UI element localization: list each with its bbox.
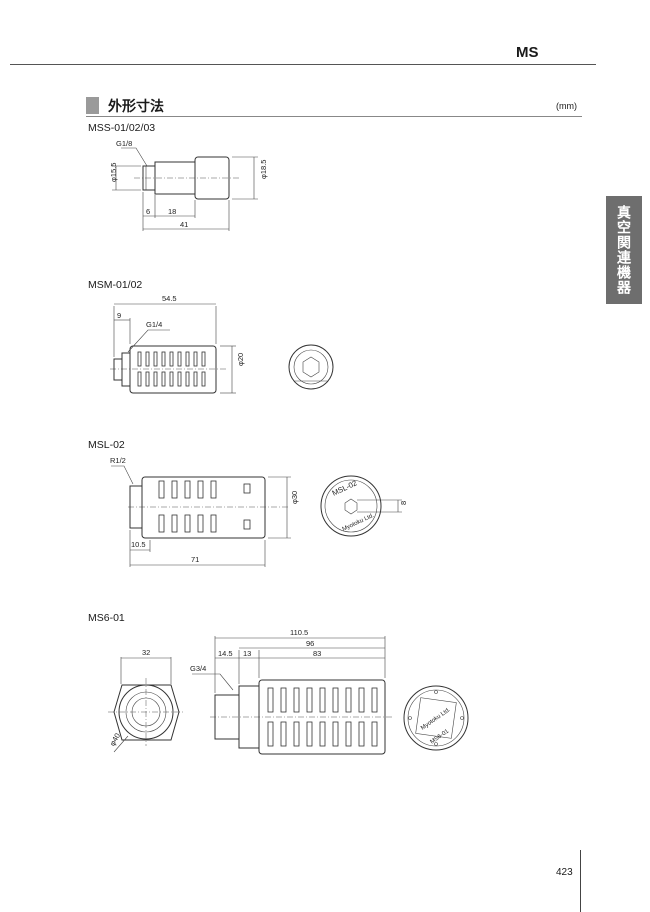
ms6-dim-d: 83	[313, 649, 321, 658]
drawing-mss: G1/8 φ15.5 φ18.5 6 18 41	[109, 139, 268, 231]
drawing-msm: 54.5 9 G1/4 φ20	[110, 294, 334, 394]
msl-dim-a: 10.5	[131, 540, 146, 549]
msm-thread-label: G1/4	[146, 320, 162, 329]
mss-dim-dia-left: φ15.5	[109, 163, 118, 182]
drawing-msl: R1/2 10.5 71 φ30 MSL-02 Myotoku Ltd. 8	[110, 456, 408, 567]
section-rule	[86, 116, 582, 117]
msl-dim-dia: φ30	[290, 491, 299, 504]
msl-dim-hex: 8	[399, 501, 408, 505]
mss-dim-dia-right: φ18.5	[259, 160, 268, 179]
ms6-dim-total: 110.5	[290, 628, 308, 637]
msl-end-view: MSL-02 Myotoku Ltd. 8	[320, 475, 408, 537]
drawing-ms6: 32 φ40	[108, 628, 469, 755]
mss-dim-b: 18	[168, 207, 176, 216]
page-number-rule	[580, 850, 581, 912]
msm-dim-a: 9	[117, 311, 121, 320]
ms6-dim-end: 32	[142, 648, 150, 657]
model-label-msm: MSM-01/02	[88, 279, 143, 291]
model-label-mss: MSS-01/02/03	[88, 122, 156, 134]
ms6-thread-label: G3/4	[190, 664, 206, 673]
model-label-msl: MSL-02	[88, 439, 125, 451]
model-label-ms6: MS6-01	[88, 612, 125, 624]
msl-thread-label: R1/2	[110, 456, 126, 465]
msm-dim-total: 54.5	[162, 294, 177, 303]
side-category-tab[interactable]: 真空関連機器	[606, 196, 642, 304]
section-title: 外形寸法	[108, 98, 164, 114]
ms6-dim-b: 96	[306, 639, 314, 648]
msl-end-brand: Myotoku Ltd.	[342, 513, 376, 533]
ms6-dim-a: 14.5	[218, 649, 233, 658]
unit-label: (mm)	[556, 101, 577, 111]
msl-dim-total: 71	[191, 555, 199, 564]
section-marker	[86, 97, 99, 114]
mss-thread-label: G1/8	[116, 139, 132, 148]
ms6-front-end-view: Myotoku Ltd. MS6-01	[403, 685, 469, 751]
ms6-hex-end-view: 32 φ40	[108, 648, 184, 753]
page-number: 423	[556, 867, 573, 878]
mss-dim-a: 6	[146, 207, 150, 216]
mss-dim-total: 41	[180, 220, 188, 229]
ms6-end-brand: Myotoku Ltd.	[420, 707, 452, 732]
msm-end-view	[288, 344, 334, 390]
msl-vent-slots	[158, 480, 251, 533]
ms6-dim-c: 13	[243, 649, 251, 658]
series-code: MS	[516, 44, 539, 61]
header-rule	[10, 64, 596, 65]
msm-dim-dia: φ20	[236, 353, 245, 366]
msm-vent-slots	[137, 351, 206, 387]
ms6-end-marking: MS6-01	[429, 728, 450, 745]
ms6-side-view: 110.5 96 14.5 13 83 G3/4	[190, 628, 392, 755]
